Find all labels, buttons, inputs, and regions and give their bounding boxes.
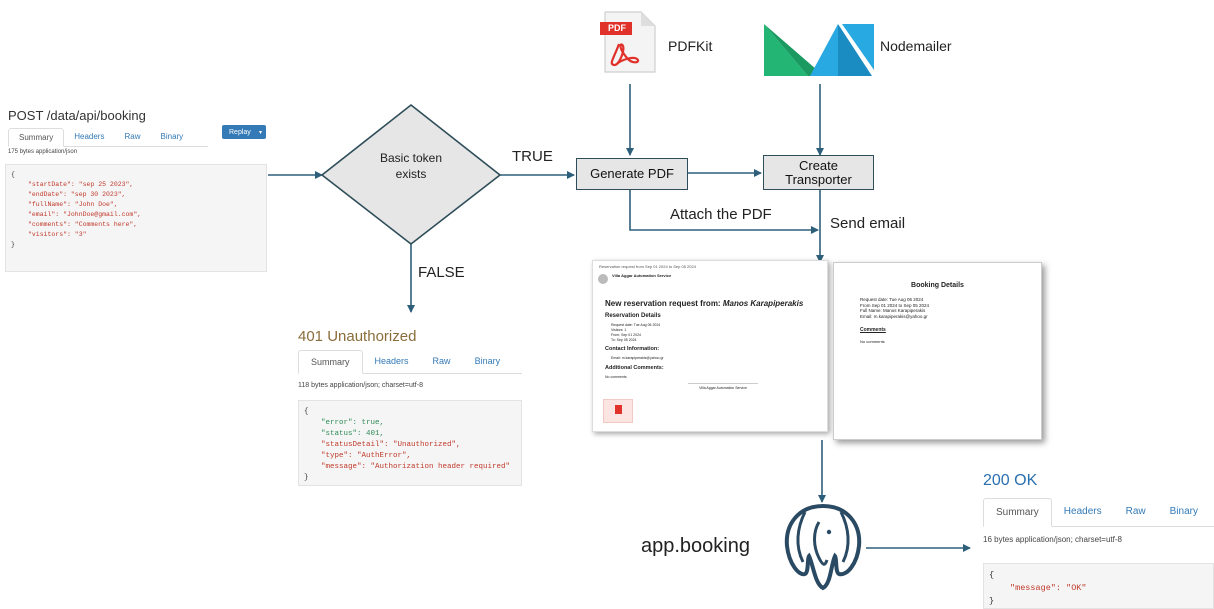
tab-raw[interactable]: Raw [1125,506,1146,517]
code-line: "startDate": "sep 25 2023", [28,181,134,188]
replay-label: Replay [229,128,251,136]
code-line: { [989,570,995,580]
list-item: From: Sep 01 2024 [611,333,641,337]
email-heading-name: Manos Karapiperakis [722,299,804,308]
db-label: app.booking [641,535,750,557]
code-line: "email": "JohnDoe@gmail.com", [28,211,142,218]
pdfkit-logo: PDF [597,10,661,74]
email-sender: Villa Aggar Automation Service [612,273,672,278]
code-line: "fullName": "John Doe", [28,201,118,208]
request-title: POST /data/api/booking [8,108,146,123]
code-line: "visitors": "3" [28,231,87,238]
generate-pdf-box: Generate PDF [576,158,688,190]
list-item: Request date: Tue Aug 06 2024 [611,323,661,327]
code-line: "endDate": "sep 30 2023", [28,191,126,198]
email-preview: Reservation request from Sep 01 2024 to … [592,260,828,432]
avatar [598,274,608,284]
code-line: { [304,408,309,416]
code-line: "status": 401, [321,430,385,438]
pdf-comments-heading: Comments [860,327,886,333]
pdf-file-icon [600,11,656,73]
tab-binary[interactable]: Binary [1169,506,1198,517]
tab-summary[interactable]: Summary [8,128,65,147]
nodemailer-logo [764,24,874,76]
email-contact: Email: m.karapiperakis@yahoo.gr [611,356,664,360]
pdf-comments-text: No comments [860,339,885,344]
false-label: FALSE [418,264,465,281]
decision-diamond [320,103,502,246]
email-subject: Reservation request from Sep 01 2024 to … [599,264,696,269]
pdf-document-preview: Booking Details Request date: Tue Aug 06… [833,262,1042,440]
email-section-details: Reservation Details [605,313,661,319]
request-panel: POST /data/api/booking Summary Headers R… [5,100,267,272]
unauthorized-body: { "error": true, "status": 401, "statusD… [298,400,522,486]
pdfkit-label: PDFKit [668,38,713,54]
caret-down-icon: ▾ [258,129,262,136]
tab-headers[interactable]: Headers [1063,506,1102,517]
pdf-doc-lines: Request date: Tue Aug 06 2024 From Sep 0… [860,297,929,319]
pdf-doc-title: Booking Details [911,282,964,289]
code-line: "message": "Authorization header require… [321,463,511,471]
ok-panel: 200 OK Summary Headers Raw Binary 16 byt… [983,470,1214,609]
code-line: { [11,171,15,178]
code-line: "statusDetail": "Unauthorized", [321,441,461,449]
email-comments: No comments [605,375,627,379]
email-heading-prefix: New reservation request from: [605,299,721,308]
ok-title: 200 OK [983,472,1038,489]
pdf-line: Email: m.karapiperakis@yahoo.gr [860,313,928,319]
tab-headers[interactable]: Headers [74,132,105,141]
pdf-line: Full Name: Manos Karapiperakis [860,308,926,313]
list-item: Visitors: 1 [611,328,627,332]
tab-binary[interactable]: Binary [160,132,184,141]
code-line: "type": "AuthError", [321,452,412,460]
tab-raw[interactable]: Raw [432,356,451,366]
tab-raw[interactable]: Raw [124,132,141,141]
request-meta: 175 bytes application/json [8,149,78,155]
ok-tabs: Summary Headers Raw Binary [983,498,1214,527]
send-email-label: Send email [830,215,906,232]
request-body: { "startDate": "sep 25 2023", "endDate":… [5,164,267,272]
true-label: TRUE [512,148,553,165]
pdf-line: From Sep 01 2024 to Sep 05 2024 [860,302,930,308]
unauthorized-meta: 118 bytes application/json; charset=utf-… [298,382,423,389]
email-section-contact: Contact Information: [605,346,660,352]
code-line: "comments": "Comments here", [28,221,138,228]
code-line: } [304,474,309,482]
nodemailer-label: Nodemailer [880,38,952,54]
unauthorized-title: 401 Unauthorized [298,328,417,345]
code-line: "message": "OK" [1010,583,1087,593]
postgresql-elephant-icon [784,503,862,591]
code-line: } [11,241,15,248]
unauthorized-panel: 401 Unauthorized Summary Headers Raw Bin… [298,326,522,488]
ok-meta: 16 bytes application/json; charset=utf-8 [983,535,1122,544]
pdf-attachment-icon [614,405,622,414]
tab-summary[interactable]: Summary [298,350,363,374]
attachment-thumbnail [603,399,633,423]
email-heading: New reservation request from: Manos Kara… [605,299,803,308]
unauthorized-tabs: Summary Headers Raw Binary [298,350,522,374]
email-details-list: Request date: Tue Aug 06 2024 Visitors: … [611,323,660,343]
code-line: "error": true, [321,419,385,427]
attach-pdf-label: Attach the PDF [670,206,772,223]
pdf-line: Request date: Tue Aug 06 2024 [860,297,924,302]
code-line: } [989,596,995,606]
email-section-comments: Additional Comments: [605,365,664,371]
arrow-attach-pdf [629,190,819,234]
request-tabs: Summary Headers Raw Binary [8,128,208,147]
tab-summary[interactable]: Summary [983,498,1052,527]
create-transporter-box: Create Transporter [763,155,874,190]
email-footer: Villa Aggar Automation Service [688,383,758,390]
pdf-icon-text: PDF [608,23,626,33]
tab-binary[interactable]: Binary [474,356,501,366]
tab-headers[interactable]: Headers [374,356,409,366]
replay-button[interactable]: Replay ▾ [222,125,266,139]
decision-text: Basic token exists [379,151,443,181]
ok-body: { "message": "OK" } [983,563,1214,609]
list-item: To: Sep 05 2024 [611,338,637,342]
